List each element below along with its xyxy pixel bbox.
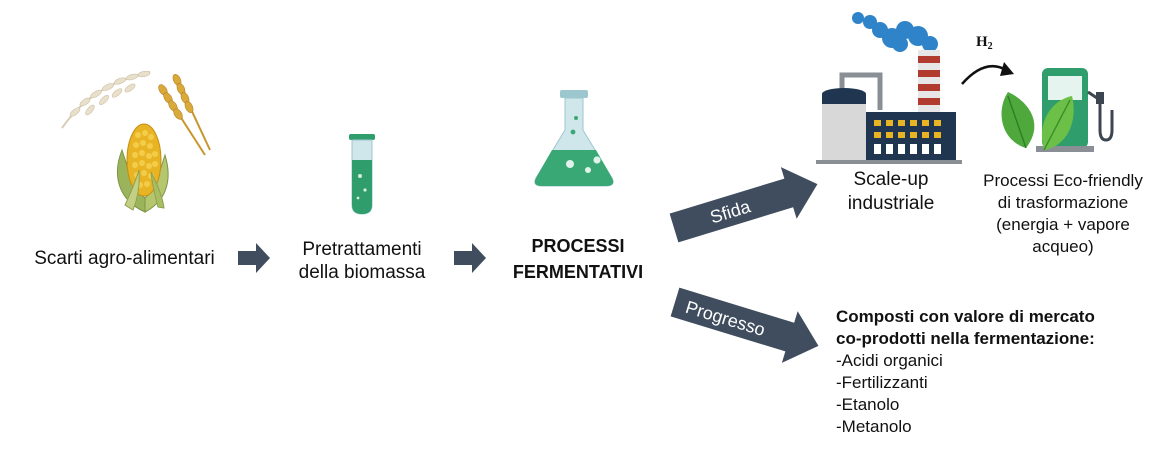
crops-icon (61, 70, 211, 213)
step-processi-label: PROCESSI FERMENTATIVI (498, 233, 658, 285)
step-processi-line-2: FERMENTATIVI (512, 262, 644, 282)
eco-line-1: Processi Eco-friendly (983, 171, 1143, 190)
flask-icon (534, 90, 614, 187)
scale-up-line-2: industriale (847, 193, 935, 214)
eco-process-label: Processi Eco-friendly di trasformazione … (968, 170, 1158, 258)
step-scarti-label: Scarti agro-alimentari (34, 248, 215, 269)
composti-item: -Metanolo (836, 417, 912, 436)
flow-arrow-1 (238, 243, 270, 273)
test-tube-icon (349, 134, 375, 215)
composti-item: -Fertilizzanti (836, 373, 928, 392)
step-processi-line-1: PROCESSI (531, 236, 625, 256)
scale-up-label: Scale-up industriale (826, 168, 956, 216)
factory-icon (816, 12, 962, 164)
step-pretrattamenti-line-2: della biomassa (298, 262, 426, 283)
scale-up-line-1: Scale-up (853, 169, 929, 190)
eco-line-3: (energia + vapore (996, 215, 1130, 234)
step-pretrattamenti-label: Pretrattamenti della biomassa (282, 238, 442, 284)
progresso-arrow: Progresso (670, 287, 819, 363)
step-pretrattamenti-line-1: Pretrattamenti (302, 239, 422, 260)
sfida-arrow: Sfida (669, 167, 818, 243)
flow-arrow-2 (454, 243, 486, 273)
composti-block: Composti con valore di mercato co-prodot… (836, 306, 1095, 438)
eco-fuel-pump-icon (1001, 68, 1114, 152)
composti-item: -Etanolo (836, 395, 900, 414)
curved-arrow-icon (961, 65, 1007, 85)
composti-item: -Acidi organici (836, 351, 943, 370)
eco-line-2: di trasformazione (997, 193, 1129, 212)
h2-label: H2 (976, 34, 993, 52)
composti-header-2: co-prodotti nella fermentazione: (836, 329, 1095, 348)
composti-header-1: Composti con valore di mercato (836, 307, 1095, 326)
eco-line-4: acqueo) (1032, 237, 1094, 256)
